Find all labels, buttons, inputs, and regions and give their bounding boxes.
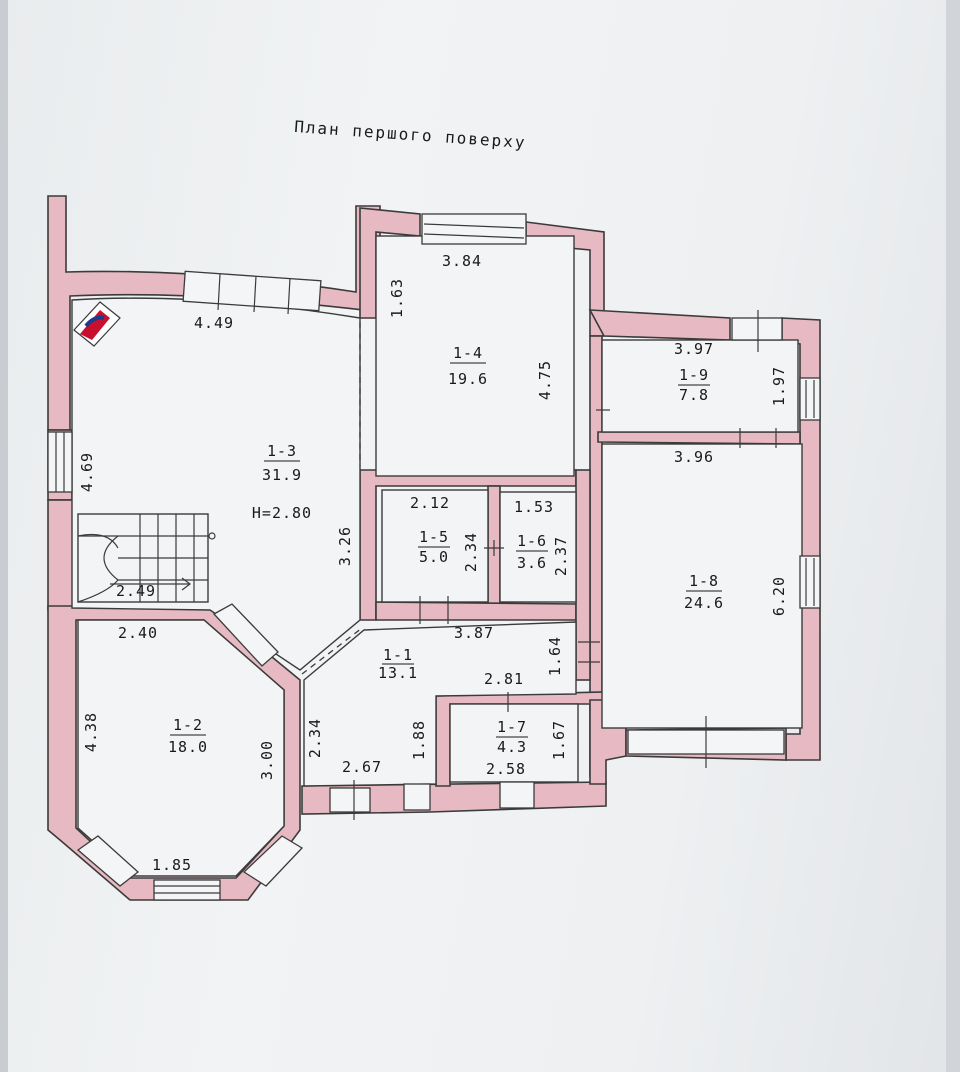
room-1-4-area: 19.6 <box>448 370 488 388</box>
dim-label: 1.97 <box>770 366 788 406</box>
paper-edge <box>0 0 8 1072</box>
dim-label: 3.84 <box>442 252 482 270</box>
room-1-2-id: 1-2 <box>173 716 203 734</box>
dim-label: 4.75 <box>536 360 554 400</box>
dim-label: 2.58 <box>486 760 526 778</box>
dimension-labels: 4.49 4.69 2.49 3.26 1.63 3.84 4.75 3.97 … <box>78 252 788 874</box>
room-1-5-id: 1-5 <box>419 528 449 546</box>
dim-label: 2.40 <box>118 624 158 642</box>
dim-label: 3.26 <box>336 526 354 566</box>
dim-label: 4.69 <box>78 452 96 492</box>
plan-title: План першого поверху <box>294 117 527 152</box>
boiler-symbol <box>73 301 121 347</box>
open-partitions <box>301 322 363 675</box>
dim-label: 1.88 <box>410 720 428 760</box>
dim-label: 2.34 <box>306 718 324 758</box>
dim-label: 2.67 <box>342 758 382 776</box>
room-1-3-id: 1-3 <box>267 442 297 460</box>
room-1-6-area: 3.6 <box>517 554 547 572</box>
dim-label: 4.49 <box>194 314 234 332</box>
dim-label: 2.37 <box>552 536 570 576</box>
door-marks <box>419 409 777 712</box>
dim-label: 3.87 <box>454 624 494 642</box>
room-1-8-area: 24.6 <box>684 594 724 612</box>
dim-label: 4.38 <box>82 712 100 752</box>
room-1-9-id: 1-9 <box>679 366 709 384</box>
dim-label: 3.00 <box>258 740 276 780</box>
dim-label: 3.96 <box>674 448 714 466</box>
dim-label: 2.34 <box>462 532 480 572</box>
dim-label: 1.67 <box>550 720 568 760</box>
dim-label: 1.64 <box>546 636 564 676</box>
room-1-2-area: 18.0 <box>168 738 208 756</box>
paper-edge <box>946 0 960 1072</box>
dim-label: 2.49 <box>116 582 156 600</box>
room-1-5-area: 5.0 <box>419 548 449 566</box>
windows <box>47 213 821 901</box>
room-1-8-id: 1-8 <box>689 572 719 590</box>
room-labels: 1-1 13.1 1-2 18.0 1-3 31.9 H=2.80 1-4 19… <box>168 344 724 756</box>
room-1-9-area: 7.8 <box>679 386 709 404</box>
dim-label: 2.12 <box>410 494 450 512</box>
room-1-1-id: 1-1 <box>383 646 413 664</box>
dim-label: 1.53 <box>514 498 554 516</box>
dim-label: 6.20 <box>770 576 788 616</box>
staircase <box>77 513 216 603</box>
dim-label: 3.97 <box>674 340 714 358</box>
ceiling-height: H=2.80 <box>252 504 312 522</box>
room-1-6-id: 1-6 <box>517 532 547 550</box>
room-1-4-id: 1-4 <box>453 344 483 362</box>
room-1-7-area: 4.3 <box>497 738 527 756</box>
room-1-7-id: 1-7 <box>497 718 527 736</box>
room-1-3-area: 31.9 <box>262 466 302 484</box>
room-1-1-area: 13.1 <box>378 664 418 682</box>
dim-label: 2.81 <box>484 670 524 688</box>
dim-label: 1.85 <box>152 856 192 874</box>
dim-label: 1.63 <box>388 278 406 318</box>
